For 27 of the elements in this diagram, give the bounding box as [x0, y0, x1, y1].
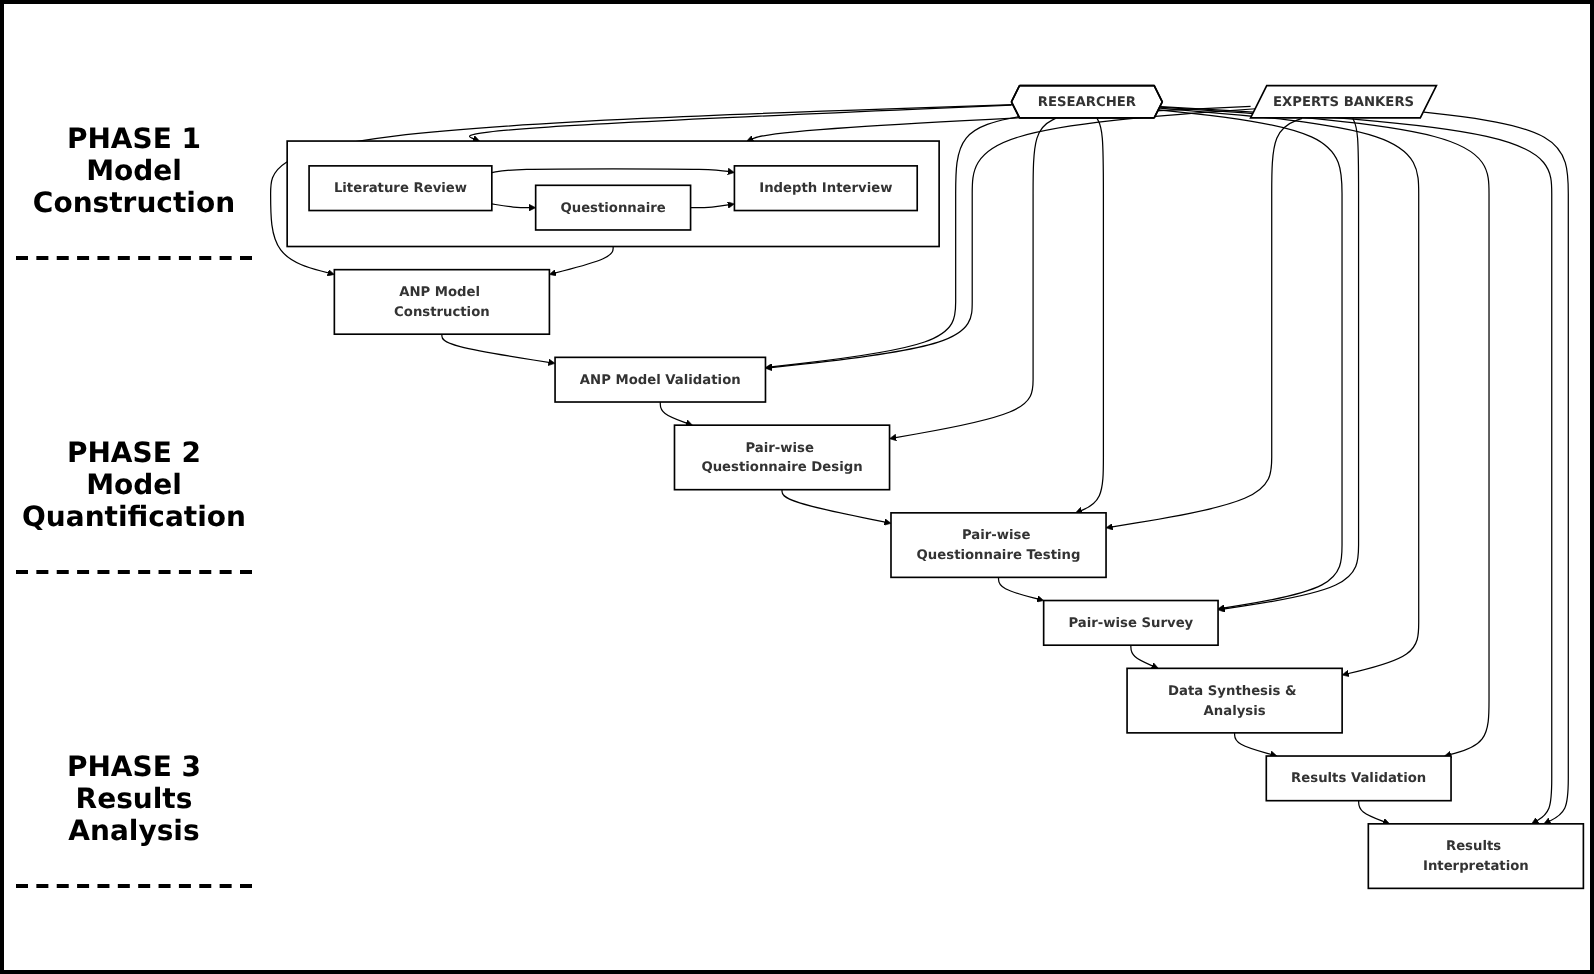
arrow	[1217, 117, 1360, 613]
arrow	[1130, 644, 1159, 670]
arrow	[1105, 117, 1303, 531]
arrow	[1159, 106, 1490, 758]
phase-label: PHASE 2 Model Quantification	[16, 401, 252, 573]
arrow	[689, 201, 735, 209]
arrow	[1159, 107, 1420, 677]
phase-label: PHASE 3 Results Analysis	[16, 715, 252, 887]
arrow	[1423, 111, 1569, 825]
arrow	[997, 576, 1045, 603]
arrow	[1358, 800, 1390, 825]
arrow	[1075, 117, 1104, 514]
arrow	[781, 489, 892, 526]
arrow	[659, 401, 693, 427]
arrow	[1234, 732, 1278, 758]
arrow	[468, 104, 1013, 143]
phase-label: PHASE 1 Model Construction	[16, 87, 252, 259]
arrow	[889, 117, 1057, 442]
arrow	[1159, 105, 1553, 825]
arrow	[270, 104, 1014, 277]
arrow	[441, 333, 556, 366]
arrow	[549, 245, 614, 277]
arrow	[1158, 109, 1343, 612]
arrow	[765, 108, 1257, 372]
arrow	[491, 203, 536, 212]
cluster	[286, 140, 940, 248]
arrow	[491, 167, 735, 175]
